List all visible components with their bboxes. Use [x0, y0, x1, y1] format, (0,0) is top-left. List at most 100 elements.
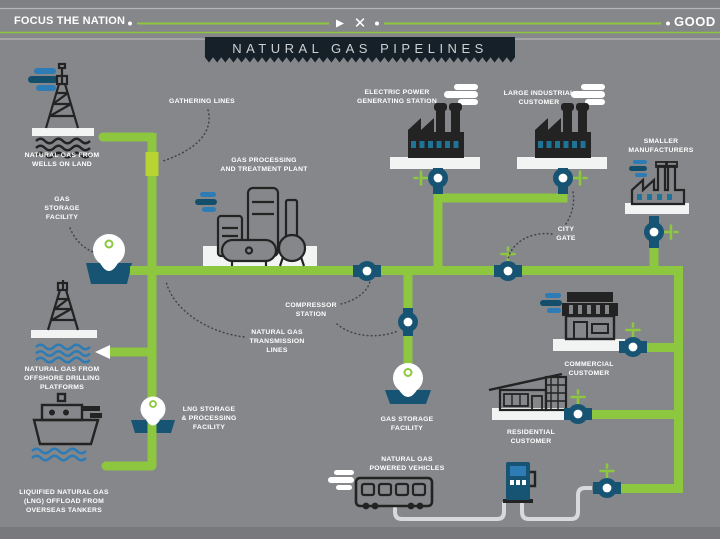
valve-compressor-main	[353, 261, 381, 281]
valve-handle-icon	[413, 170, 430, 186]
compressor-pointer-a	[340, 280, 371, 305]
pump-nozzle	[530, 470, 537, 488]
compressor-pointer-b	[336, 323, 399, 337]
transmission-main-pipe	[130, 266, 683, 493]
sea-waves-icon	[31, 447, 87, 462]
store-awning-icon	[562, 303, 618, 316]
valve-handle-icon	[599, 463, 615, 480]
label-offshore-platforms: NATURAL GAS FROM OFFSHORE DRILLING PLATF…	[24, 366, 100, 391]
flow-arrow-icon	[95, 345, 110, 359]
transmission-pointer	[165, 280, 245, 338]
label-residential-customer: RESIDENTIAL CUSTOMER	[506, 429, 556, 445]
pump-screen	[510, 466, 526, 476]
pointer-curves	[69, 109, 575, 338]
house-door	[531, 395, 543, 411]
factory-windows	[411, 141, 459, 148]
residential-house-icon	[488, 372, 568, 412]
commercial-store-icon	[540, 292, 618, 341]
storage-left-pointer	[69, 227, 94, 253]
divider-dot-icon	[666, 21, 670, 26]
valve-power-station	[413, 168, 448, 194]
label-gas-storage-left: GAS STORAGE FACILITY	[44, 196, 80, 221]
sea-waves-icon	[35, 343, 91, 364]
industrial-factory-icon	[535, 84, 605, 158]
land-wells-icon	[28, 62, 91, 159]
brand-logo: FOCUS THE NATION	[14, 15, 126, 27]
cng-service-pipes	[393, 486, 592, 521]
house-window-band	[503, 393, 529, 407]
divider-dot-icon	[128, 21, 132, 26]
fuel-pump-icon	[503, 462, 537, 503]
label-lng-offload: LIQUIFIED NATURAL GAS (LNG) OFFLOAD FROM…	[19, 489, 109, 514]
gas-puffs-icon	[195, 192, 217, 212]
title-banner	[204, 37, 515, 63]
storage-sphere-center-icon	[393, 363, 423, 397]
cng-bus-icon	[328, 470, 434, 510]
smoke-cloud-icon	[444, 84, 478, 105]
storage-sphere-lng-icon	[140, 396, 166, 426]
pipe-coupling	[145, 152, 159, 176]
city-gate-pointer-a	[565, 191, 575, 225]
label-gathering-lines: GATHERING LINES	[169, 98, 235, 105]
platforms	[31, 128, 689, 433]
valve-cng-station	[593, 463, 621, 498]
offshore-rig-icon	[35, 280, 91, 364]
city-gate-pointer-b	[507, 232, 553, 261]
gas-puffs-icon	[28, 68, 58, 91]
page-title: NATURAL GAS PIPELINES	[232, 41, 488, 56]
porthole-icon	[63, 409, 69, 416]
land-waves-icon	[35, 137, 91, 159]
label-natural-gas-vehicles: NATURAL GAS POWERED VEHICLES	[369, 456, 445, 472]
industrial-connector-pipe	[438, 190, 568, 203]
valve-industrial	[553, 168, 588, 194]
label-gas-storage-center: GAS STORAGE FACILITY	[380, 416, 434, 432]
label-electric-power: ELECTRIC POWER GENERATING STATION	[356, 89, 438, 105]
pump-base	[503, 499, 533, 503]
valve-handle-icon	[570, 389, 586, 406]
sphere-badge-icon	[149, 400, 157, 408]
small-factory-platform	[625, 203, 689, 214]
derrick-icon	[44, 62, 80, 129]
valve-residential	[564, 389, 592, 424]
bottom-shade-strip	[0, 527, 720, 539]
processing-plant-icon	[195, 186, 307, 267]
label-wells-on-land: NATURAL GAS FROM WELLS ON LAND	[24, 152, 100, 168]
derrick-icon	[46, 280, 80, 331]
crane-arm-icon	[82, 406, 102, 418]
smoke-cloud-icon	[328, 470, 354, 490]
label-smaller-manufacturers: SMALLER MANUFACTURERS	[628, 138, 694, 154]
gathering-pointer	[162, 109, 210, 162]
top-shade-strip	[0, 0, 720, 8]
label-commercial-customer: COMMERCIAL CUSTOMER	[564, 361, 614, 377]
label-city-gate: CITY GATE	[556, 226, 576, 242]
label-lng-storage: LNG STORAGE & PROCESSING FACILITY	[181, 406, 237, 431]
store-window	[591, 323, 609, 334]
valve-compressor-branch	[398, 308, 418, 336]
divider-arrow-icon	[336, 19, 344, 28]
label-transmission-lines: NATURAL GAS TRANSMISSION LINES	[249, 329, 305, 354]
store-platform	[553, 339, 625, 351]
publisher-logo: GOOD	[674, 14, 716, 29]
storage-sphere-left-icon	[93, 234, 125, 271]
gas-puffs-icon	[540, 293, 562, 313]
small-factory-icon	[629, 160, 686, 206]
industrial-platform	[517, 157, 607, 169]
valve-commercial	[619, 322, 647, 357]
gas-puffs-icon	[629, 160, 647, 177]
header-divider-lines	[128, 19, 670, 28]
smoke-cloud-icon	[571, 84, 605, 105]
lng-tanker-icon	[31, 392, 102, 462]
bus-windows	[360, 482, 427, 497]
valve-handle-icon	[571, 170, 588, 186]
sphere-badge-icon	[403, 368, 413, 377]
wells-ground-platform	[32, 128, 94, 136]
offshore-ground-platform	[31, 330, 97, 338]
valve-handle-icon	[662, 224, 679, 240]
factory-windows	[538, 141, 586, 148]
factory-windows	[637, 194, 672, 200]
divider-dot-icon	[375, 21, 379, 26]
label-large-industrial: LARGE INDUSTRIAL CUSTOMER	[503, 90, 575, 106]
store-sign	[567, 292, 613, 302]
